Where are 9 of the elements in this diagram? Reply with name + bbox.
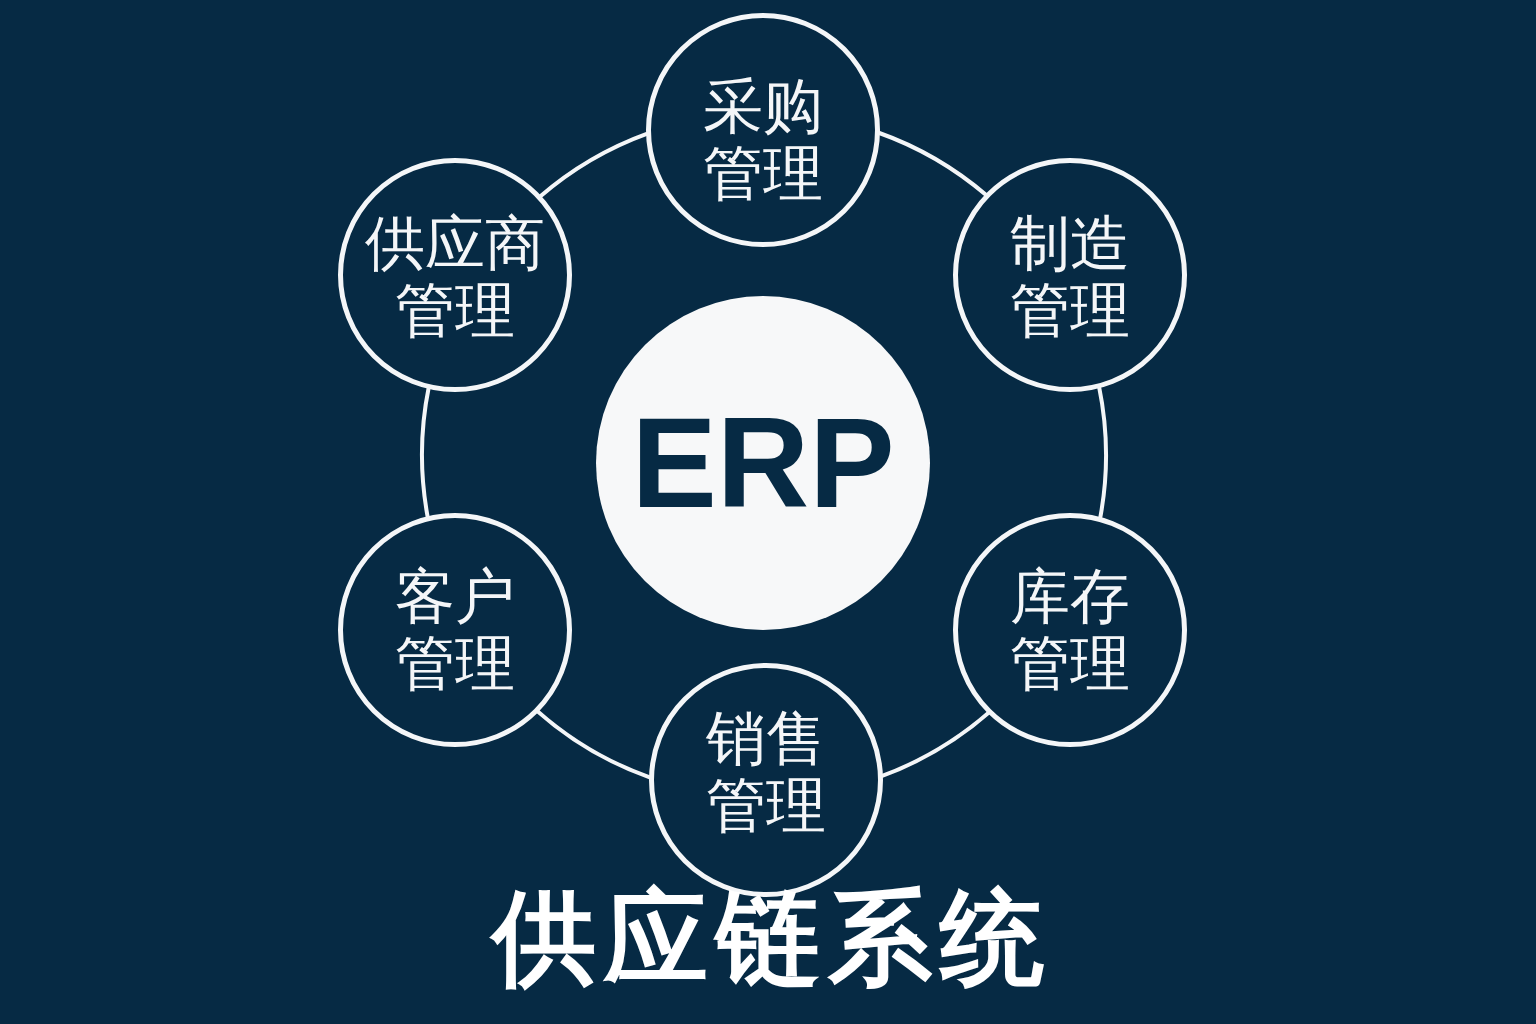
node-label: 供应商管理 — [365, 209, 545, 345]
node-label: 客户管理 — [395, 562, 515, 698]
node-label: 销售管理 — [706, 704, 826, 840]
connector-line — [1097, 386, 1108, 520]
node-label: 库存管理 — [1010, 562, 1130, 698]
node-label: 制造管理 — [1010, 209, 1130, 345]
connector-line — [420, 386, 431, 519]
node-label: ERP — [631, 399, 895, 527]
node-label: 采购管理 — [703, 72, 823, 208]
